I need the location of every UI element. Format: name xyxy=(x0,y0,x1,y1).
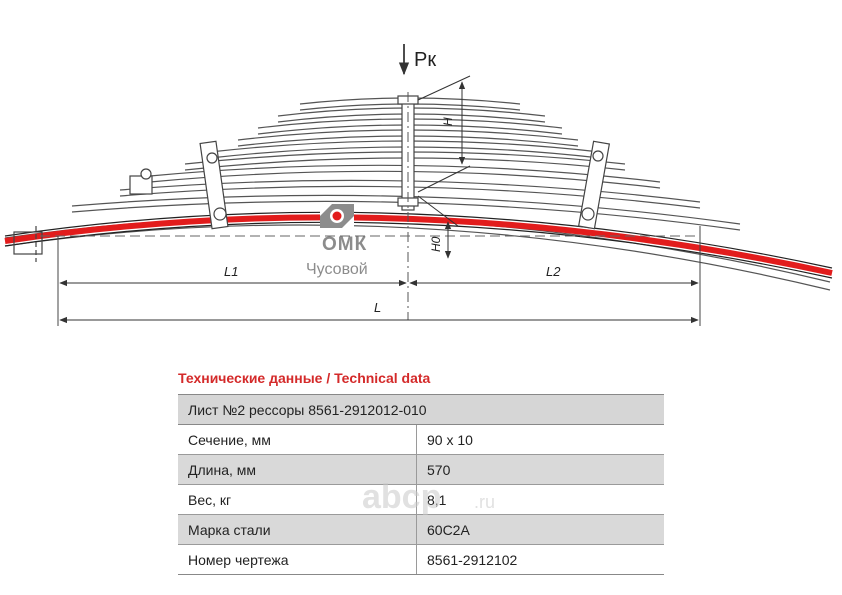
spec-table: Лист №2 рессоры 8561-2912012-010 Сечение… xyxy=(178,394,664,575)
spec-value: 90 x 10 xyxy=(416,424,664,455)
spring-leaves xyxy=(4,97,831,291)
spec-label: Сечение, мм xyxy=(178,424,417,455)
spec-title: Технические данные / Technical data xyxy=(178,370,431,386)
spec-header: Лист №2 рессоры 8561-2912012-010 xyxy=(178,394,664,425)
omk-logo: ОМК Чусовой xyxy=(306,204,368,278)
l2-label: L2 xyxy=(546,264,561,279)
h0-dimension xyxy=(417,195,459,259)
table-row: Вес, кг 8,1 xyxy=(178,484,664,515)
extension-lines xyxy=(57,226,701,326)
spec-label: Длина, мм xyxy=(178,454,417,485)
abcp-watermark: abcp .ru xyxy=(362,478,495,516)
spring-clamp-left xyxy=(199,140,229,230)
table-row: Марка стали 60С2А xyxy=(178,514,664,545)
omk-logo-icon xyxy=(320,204,354,228)
spec-label: Номер чертежа xyxy=(178,544,417,575)
height-dimension xyxy=(417,75,471,193)
spec-header-row: Лист №2 рессоры 8561-2912012-010 xyxy=(178,394,664,425)
watermark-suffix: .ru xyxy=(474,492,495,512)
small-clip xyxy=(129,168,153,195)
spec-value: 8,1 xyxy=(416,484,664,515)
l1-label: L1 xyxy=(224,264,238,279)
spec-value: 570 xyxy=(416,454,664,485)
table-row: Номер чертежа 8561-2912102 xyxy=(178,544,664,575)
spec-label: Марка стали xyxy=(178,514,417,545)
table-row: Сечение, мм 90 x 10 xyxy=(178,424,664,455)
height-label: H xyxy=(441,117,455,126)
spring-eye-left xyxy=(13,226,43,262)
leaf-spring-drawing: Pк H H0 L1 L2 L ОМК Чусовой xyxy=(4,44,833,326)
l-label: L xyxy=(374,300,381,315)
spec-value: 8561-2912102 xyxy=(416,544,664,575)
watermark-text: abcp xyxy=(362,478,441,516)
h0-label: H0 xyxy=(429,236,443,252)
spec-label: Вес, кг xyxy=(178,484,417,515)
table-row: Длина, мм 570 xyxy=(178,454,664,485)
omk-logo-city: Чусовой xyxy=(306,261,368,278)
highlighted-leaf xyxy=(4,211,833,279)
omk-logo-brand: ОМК xyxy=(322,234,367,255)
spec-value: 60С2А xyxy=(416,514,664,545)
spring-clamp-right xyxy=(577,140,611,230)
load-label: Pк xyxy=(414,49,436,71)
